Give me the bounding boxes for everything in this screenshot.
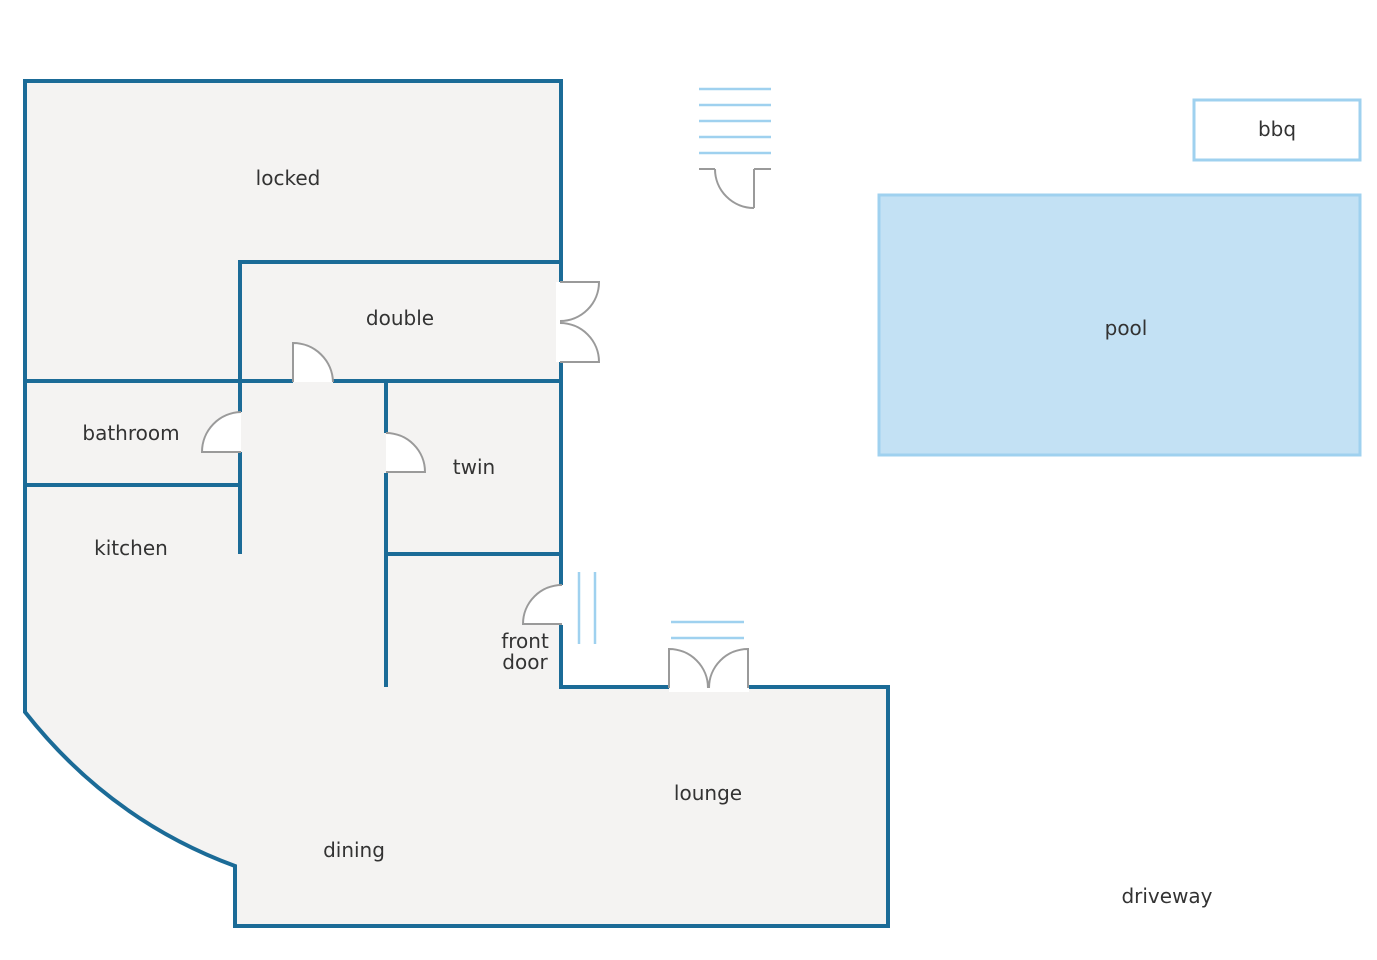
- door-leaf-icon: [559, 281, 601, 322]
- room-label-lounge: lounge: [674, 781, 742, 805]
- pool-area: [877, 193, 1362, 457]
- door-leaf-icon: [668, 647, 709, 689]
- lounge-french-doors[interactable]: [668, 647, 749, 689]
- twin-room-door[interactable]: [385, 432, 427, 473]
- lounge-steps-icon: [671, 620, 744, 640]
- room-label-locked: locked: [256, 166, 321, 190]
- double-room-door[interactable]: [292, 341, 334, 383]
- garden-steps-icon: [699, 87, 771, 155]
- room-label-kitchen: kitchen: [94, 536, 168, 560]
- exterior-wall: [23, 79, 890, 928]
- area-label-pool: pool: [1105, 316, 1148, 340]
- area-label-driveway: driveway: [1121, 884, 1212, 908]
- garden-gate[interactable]: [699, 168, 771, 209]
- front-door-label-line1: front: [501, 629, 549, 653]
- room-label-twin: twin: [453, 455, 495, 479]
- bathroom-door[interactable]: [200, 411, 242, 453]
- room-label-double: double: [366, 306, 434, 330]
- double-room-french-doors[interactable]: [559, 281, 601, 363]
- room-label-bathroom: bathroom: [82, 421, 179, 445]
- double-room-wall: [238, 260, 561, 382]
- door-leaf-icon: [708, 647, 749, 689]
- house-floor: [25, 81, 888, 926]
- door-leaf-icon: [559, 322, 601, 363]
- front-steps-icon: [577, 572, 597, 644]
- bbq-area: [1192, 98, 1362, 162]
- front-door-label-line2: door: [502, 650, 548, 674]
- room-label-dining: dining: [323, 838, 385, 862]
- front-door[interactable]: [521, 584, 563, 625]
- area-label-bbq: bbq: [1258, 117, 1296, 141]
